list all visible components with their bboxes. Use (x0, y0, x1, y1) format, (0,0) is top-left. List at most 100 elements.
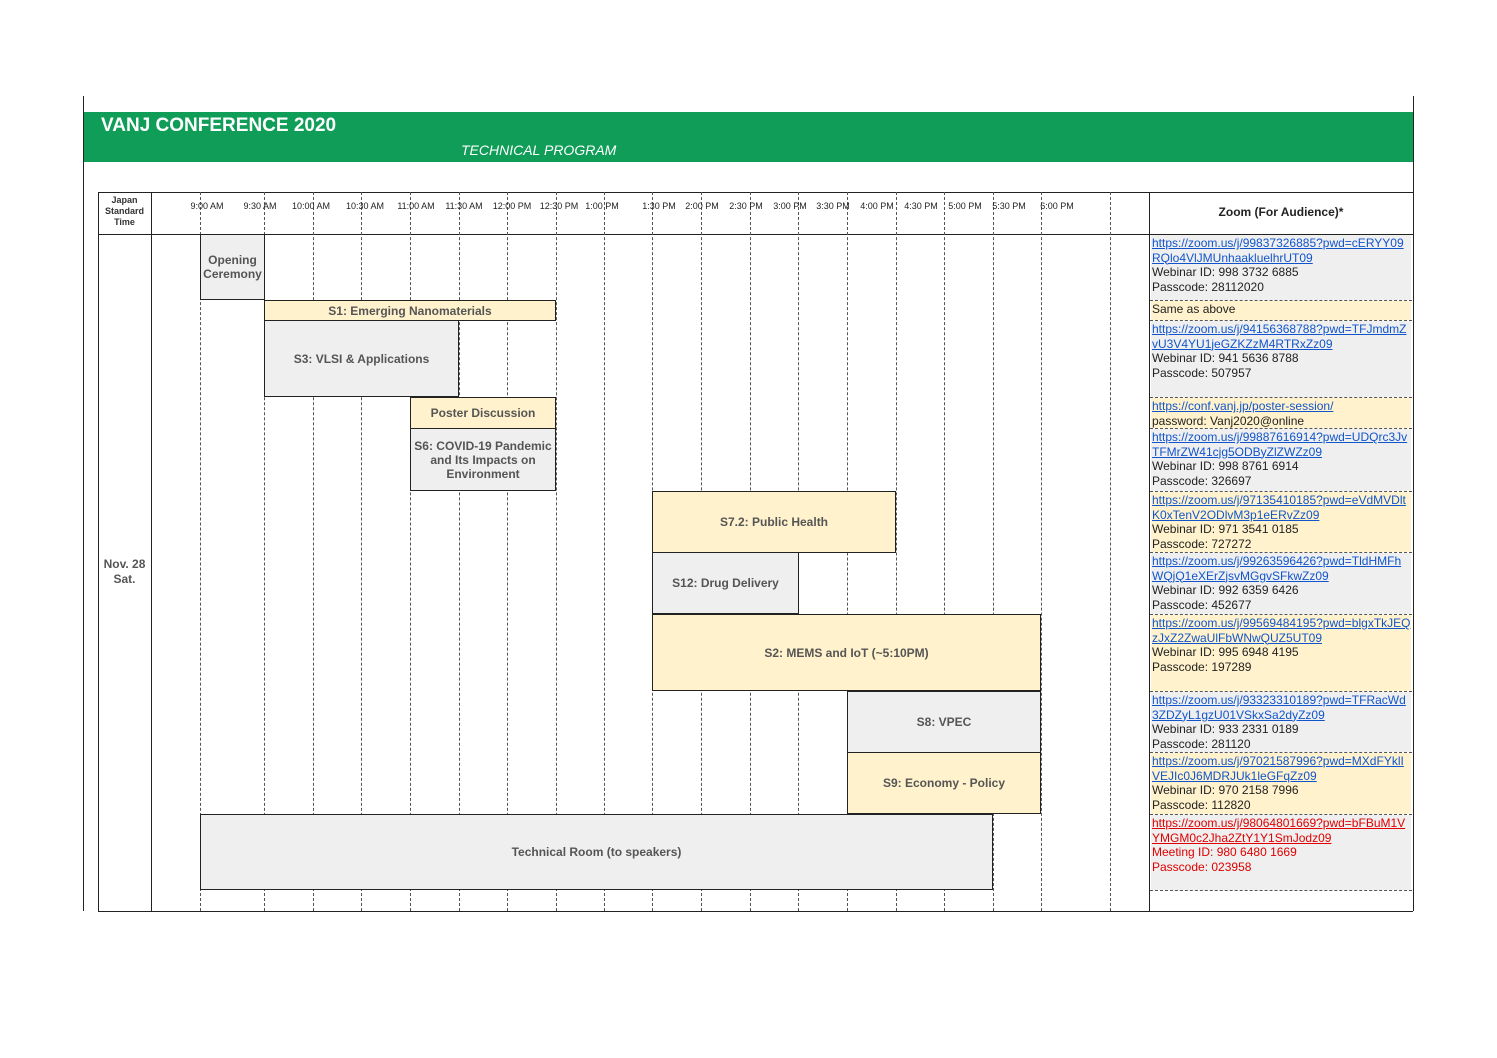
time-gridline (993, 192, 994, 911)
page-right-rule (1413, 96, 1414, 911)
passcode: Passcode: 727272 (1152, 536, 1252, 551)
same-as-above-note: Same as above (1152, 302, 1236, 316)
session-s6-covid: S6: COVID-19 Pandemic and Its Impacts on… (410, 428, 556, 491)
time-gridline (264, 192, 265, 911)
poster-password: password: Vanj2020@online (1152, 413, 1305, 428)
passcode: Passcode: 507957 (1152, 365, 1252, 380)
zoom-cell-poster: https://conf.vanj.jp/poster-session/ pas… (1151, 398, 1411, 428)
zoom-row-separator (1150, 890, 1412, 891)
zoom-link[interactable]: https://zoom.us/j/99263596426?pwd=TldHMF… (1152, 554, 1402, 583)
zoom-row-separator (1150, 552, 1412, 553)
passcode: Passcode: 326697 (1152, 473, 1252, 488)
session-poster-discussion: Poster Discussion (410, 397, 556, 429)
time-label: 5:00 PM (948, 201, 982, 211)
zoom-link[interactable]: https://zoom.us/j/99837326885?pwd=cERYY0… (1152, 236, 1404, 265)
meeting-id: Meeting ID: 980 6480 1669 (1152, 845, 1297, 860)
webinar-id: Webinar ID: 933 2331 0189 (1152, 722, 1299, 737)
poster-session-link[interactable]: https://conf.vanj.jp/poster-session/ (1152, 399, 1334, 413)
time-label: 2:00 PM (685, 201, 719, 211)
zoom-row-separator (1150, 320, 1412, 321)
zoom-row-separator (1150, 691, 1412, 692)
time-label: 4:30 PM (904, 201, 938, 211)
header-band (83, 112, 1414, 162)
timezone-label: Japan Standard Time (104, 195, 144, 227)
webinar-id: Webinar ID: 998 8761 6914 (1152, 459, 1299, 474)
time-gridline (896, 192, 897, 911)
webinar-id: Webinar ID: 998 3732 6885 (1152, 265, 1299, 280)
zoom-link[interactable]: https://zoom.us/j/94156368788?pwd=TFJmdm… (1152, 322, 1407, 351)
zoom-link[interactable]: https://zoom.us/j/97135410185?pwd=eVdMVD… (1152, 493, 1406, 522)
zoom-row-separator (1150, 428, 1412, 429)
time-label: 11:00 AM (397, 201, 435, 211)
zoom-row-separator (1150, 300, 1412, 301)
zoom-link[interactable]: https://zoom.us/j/99569484195?pwd=blgxTk… (1152, 616, 1411, 645)
time-gridline (944, 192, 945, 911)
passcode: Passcode: 281120 (1152, 736, 1251, 751)
time-label: 4:00 PM (860, 201, 894, 211)
passcode: Passcode: 452677 (1152, 597, 1252, 612)
time-gridline (361, 192, 362, 911)
time-label: 12:30 PM (539, 201, 579, 211)
time-gridline (410, 192, 411, 911)
session-s3-vlsi: S3: VLSI & Applications (264, 320, 459, 397)
session-s2-mems-iot: S2: MEMS and IoT (~5:10PM) (652, 614, 1041, 691)
zoom-column-border (1149, 192, 1150, 911)
time-label: 9:30 AM (243, 201, 277, 211)
time-gridline (1110, 192, 1111, 911)
session-opening-ceremony: Opening Ceremony (200, 234, 265, 300)
conference-title: VANJ CONFERENCE 2020 (101, 115, 337, 136)
day-label: Nov. 28 Sat. (103, 557, 146, 586)
zoom-column-header: Zoom (For Audience)* (1218, 205, 1344, 219)
time-gridline (1041, 192, 1042, 911)
time-label: 1:30 PM (642, 201, 676, 211)
time-gridline (507, 192, 508, 911)
zoom-row-separator (1150, 614, 1412, 615)
meeting-link[interactable]: https://zoom.us/j/98064801669?pwd=bFBuM1… (1152, 816, 1406, 845)
time-label: 10:30 AM (345, 201, 385, 211)
zoom-cell-s3: https://zoom.us/j/94156368788?pwd=TFJmdm… (1151, 321, 1411, 397)
passcode: Passcode: 023958 (1152, 859, 1252, 874)
time-label: 1:00 PM (585, 201, 619, 211)
passcode: Passcode: 197289 (1152, 659, 1252, 674)
time-label: 6:00 PM (1040, 201, 1074, 211)
time-gridline (200, 192, 201, 911)
program-subtitle: TECHNICAL PROGRAM (461, 142, 617, 158)
session-s9-economy-policy: S9: Economy - Policy (847, 752, 1041, 814)
session-technical-room: Technical Room (to speakers) (200, 814, 993, 890)
time-gridline (604, 192, 605, 911)
webinar-id: Webinar ID: 971 3541 0185 (1152, 522, 1299, 537)
zoom-cell-s6: https://zoom.us/j/99887616914?pwd=UDQrc3… (1151, 429, 1411, 491)
time-label: 3:30 PM (816, 201, 850, 211)
webinar-id: Webinar ID: 992 6359 6426 (1152, 583, 1299, 598)
zoom-row-separator (1150, 814, 1412, 815)
time-gridline (313, 192, 314, 911)
session-s8-vpec: S8: VPEC (847, 691, 1041, 753)
zoom-cell-technical-room: https://zoom.us/j/98064801669?pwd=bFBuM1… (1151, 815, 1411, 890)
zoom-link[interactable]: https://zoom.us/j/93323310189?pwd=TFRacW… (1152, 693, 1406, 722)
zoom-link[interactable]: https://zoom.us/j/97021587996?pwd=MXdFYk… (1152, 754, 1404, 783)
time-gridline (459, 192, 460, 911)
zoom-row-separator (1150, 397, 1412, 398)
time-label: 9:00 AM (190, 201, 224, 211)
header-bottom-border (98, 234, 1413, 235)
session-s12-drug-delivery: S12: Drug Delivery (652, 552, 799, 614)
zoom-cell-s7-2: https://zoom.us/j/97135410185?pwd=eVdMVD… (1151, 492, 1411, 552)
time-label: 2:30 PM (729, 201, 763, 211)
webinar-id: Webinar ID: 995 6948 4195 (1152, 645, 1299, 660)
time-gridline (556, 192, 557, 911)
webinar-id: Webinar ID: 941 5636 8788 (1152, 351, 1299, 366)
zoom-cell-s2: https://zoom.us/j/99569484195?pwd=blgxTk… (1151, 615, 1411, 691)
time-label: 3:00 PM (773, 201, 807, 211)
session-s7-2-public-health: S7.2: Public Health (652, 491, 896, 553)
page-left-rule (83, 96, 84, 911)
zoom-row-separator (1150, 752, 1412, 753)
table-top-border (98, 192, 1413, 193)
webinar-id: Webinar ID: 970 2158 7996 (1152, 783, 1299, 798)
zoom-link[interactable]: https://zoom.us/j/99887616914?pwd=UDQrc3… (1152, 430, 1408, 459)
time-label: 10:00 AM (291, 201, 331, 211)
date-column-border (151, 192, 152, 911)
table-left-border (98, 192, 99, 911)
zoom-row-separator (1150, 491, 1412, 492)
zoom-cell-s1: Same as above (1151, 301, 1411, 320)
session-s1-nanomaterials: S1: Emerging Nanomaterials (264, 300, 556, 321)
